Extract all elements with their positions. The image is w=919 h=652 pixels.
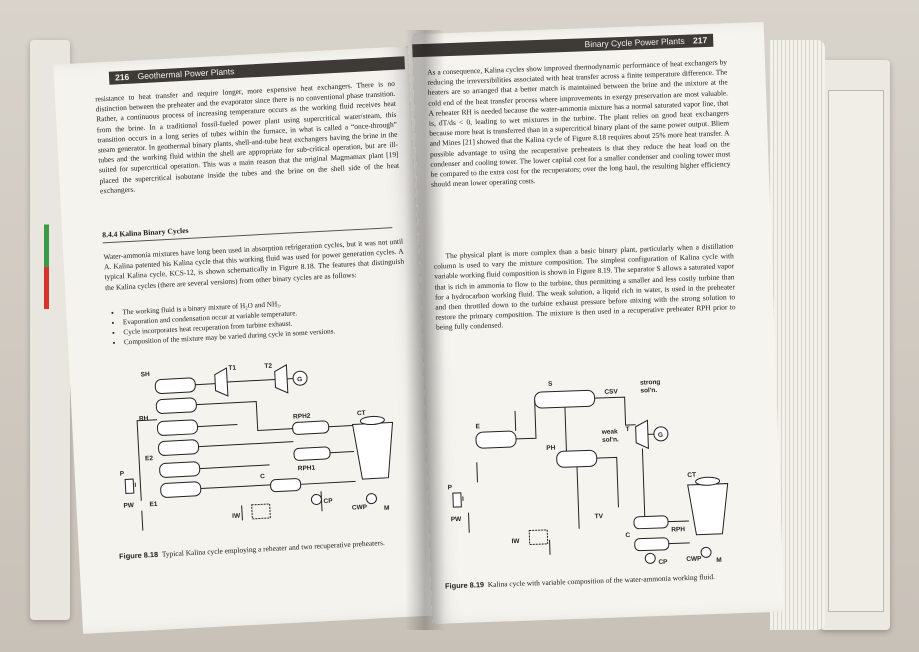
figure-label: E2 [145, 455, 154, 462]
left-page: 216 Geothermal Power Plants resistance t… [53, 46, 438, 634]
right-page: Binary Cycle Power Plants 217 As a conse… [411, 22, 785, 624]
left-page-header-title: Geothermal Power Plants [137, 66, 235, 82]
section-heading: 8.4.4 Kalina Binary Cycles [102, 215, 402, 244]
figure-label: RPH [671, 526, 685, 533]
figure-label: T2 [264, 363, 272, 370]
figure-label: CWP [686, 556, 702, 564]
figure-label: I [134, 482, 136, 489]
figure-label: CSV [604, 388, 618, 395]
figure-label: T1 [228, 365, 236, 372]
figure-8-18-diagram: SH T1 T2 G RH P I PW E2 RPH2 CT RPH1 E1 … [120, 363, 394, 531]
figure-label: IW [511, 538, 520, 545]
figure-label: IW [232, 512, 241, 519]
figure-label: G [297, 376, 302, 383]
figure-label: PW [123, 502, 135, 510]
feature-list: The working fluid is a binary mixture of… [110, 292, 414, 348]
figure-label: weak [601, 428, 619, 436]
figure-label: M [384, 505, 390, 512]
figure-8-18-caption: Figure 8.18 Typical Kalina cycle employi… [118, 537, 385, 561]
figure-label: S [548, 381, 553, 388]
figure-label: G [658, 432, 663, 439]
figure-8-19-diagram: S CSV strong sol'n. E weak sol'n. T G PH… [448, 379, 729, 566]
left-page-number: 216 [114, 71, 130, 83]
figure-8-19-caption: Figure 8.19 Kalina cycle with variable c… [444, 572, 716, 591]
figure-label: CP [658, 559, 668, 566]
right-page-header-title: Binary Cycle Power Plants [584, 35, 685, 50]
figure-label: sol'n. [602, 436, 619, 444]
right-paragraph-2: The physical plant is more complex than … [433, 241, 736, 333]
figure-label: RH [139, 415, 149, 422]
figure-label: C [260, 473, 265, 480]
figure-label: I [462, 496, 464, 503]
figure-label: CP [323, 498, 333, 505]
figure-label: CT [687, 472, 696, 479]
figure-label: CT [357, 410, 366, 417]
figure-label: sol'n. [640, 387, 657, 395]
book-cover-right [820, 60, 890, 630]
book-spine [405, 30, 445, 630]
figure-label: RPH1 [298, 465, 316, 473]
left-paragraph-1: resistance to heat transfer and require … [94, 78, 400, 196]
figure-label: E1 [149, 501, 158, 508]
figure-label: C [625, 532, 630, 539]
right-paragraph-1: As a consequence, Kalina cycles show imp… [426, 57, 731, 189]
figure-label: PW [451, 516, 463, 523]
figure-label: SH [141, 371, 151, 378]
figure-label: CWP [352, 504, 368, 512]
left-paragraph-2: Water-ammonia mixtures have long been us… [103, 236, 405, 292]
figure-label: T [626, 426, 630, 433]
right-page-number: 217 [692, 35, 708, 46]
figure-label: P [120, 471, 125, 478]
figure-label: M [716, 557, 722, 564]
figure-label: PH [546, 445, 556, 452]
cover-stripe [44, 60, 49, 530]
right-page-header: Binary Cycle Power Plants 217 [412, 33, 714, 58]
figure-label: RPH2 [293, 413, 311, 421]
figure-label: strong [640, 379, 660, 387]
figure-label: E [475, 423, 480, 430]
figure-label: P [448, 484, 453, 491]
figure-label: TV [595, 513, 604, 520]
